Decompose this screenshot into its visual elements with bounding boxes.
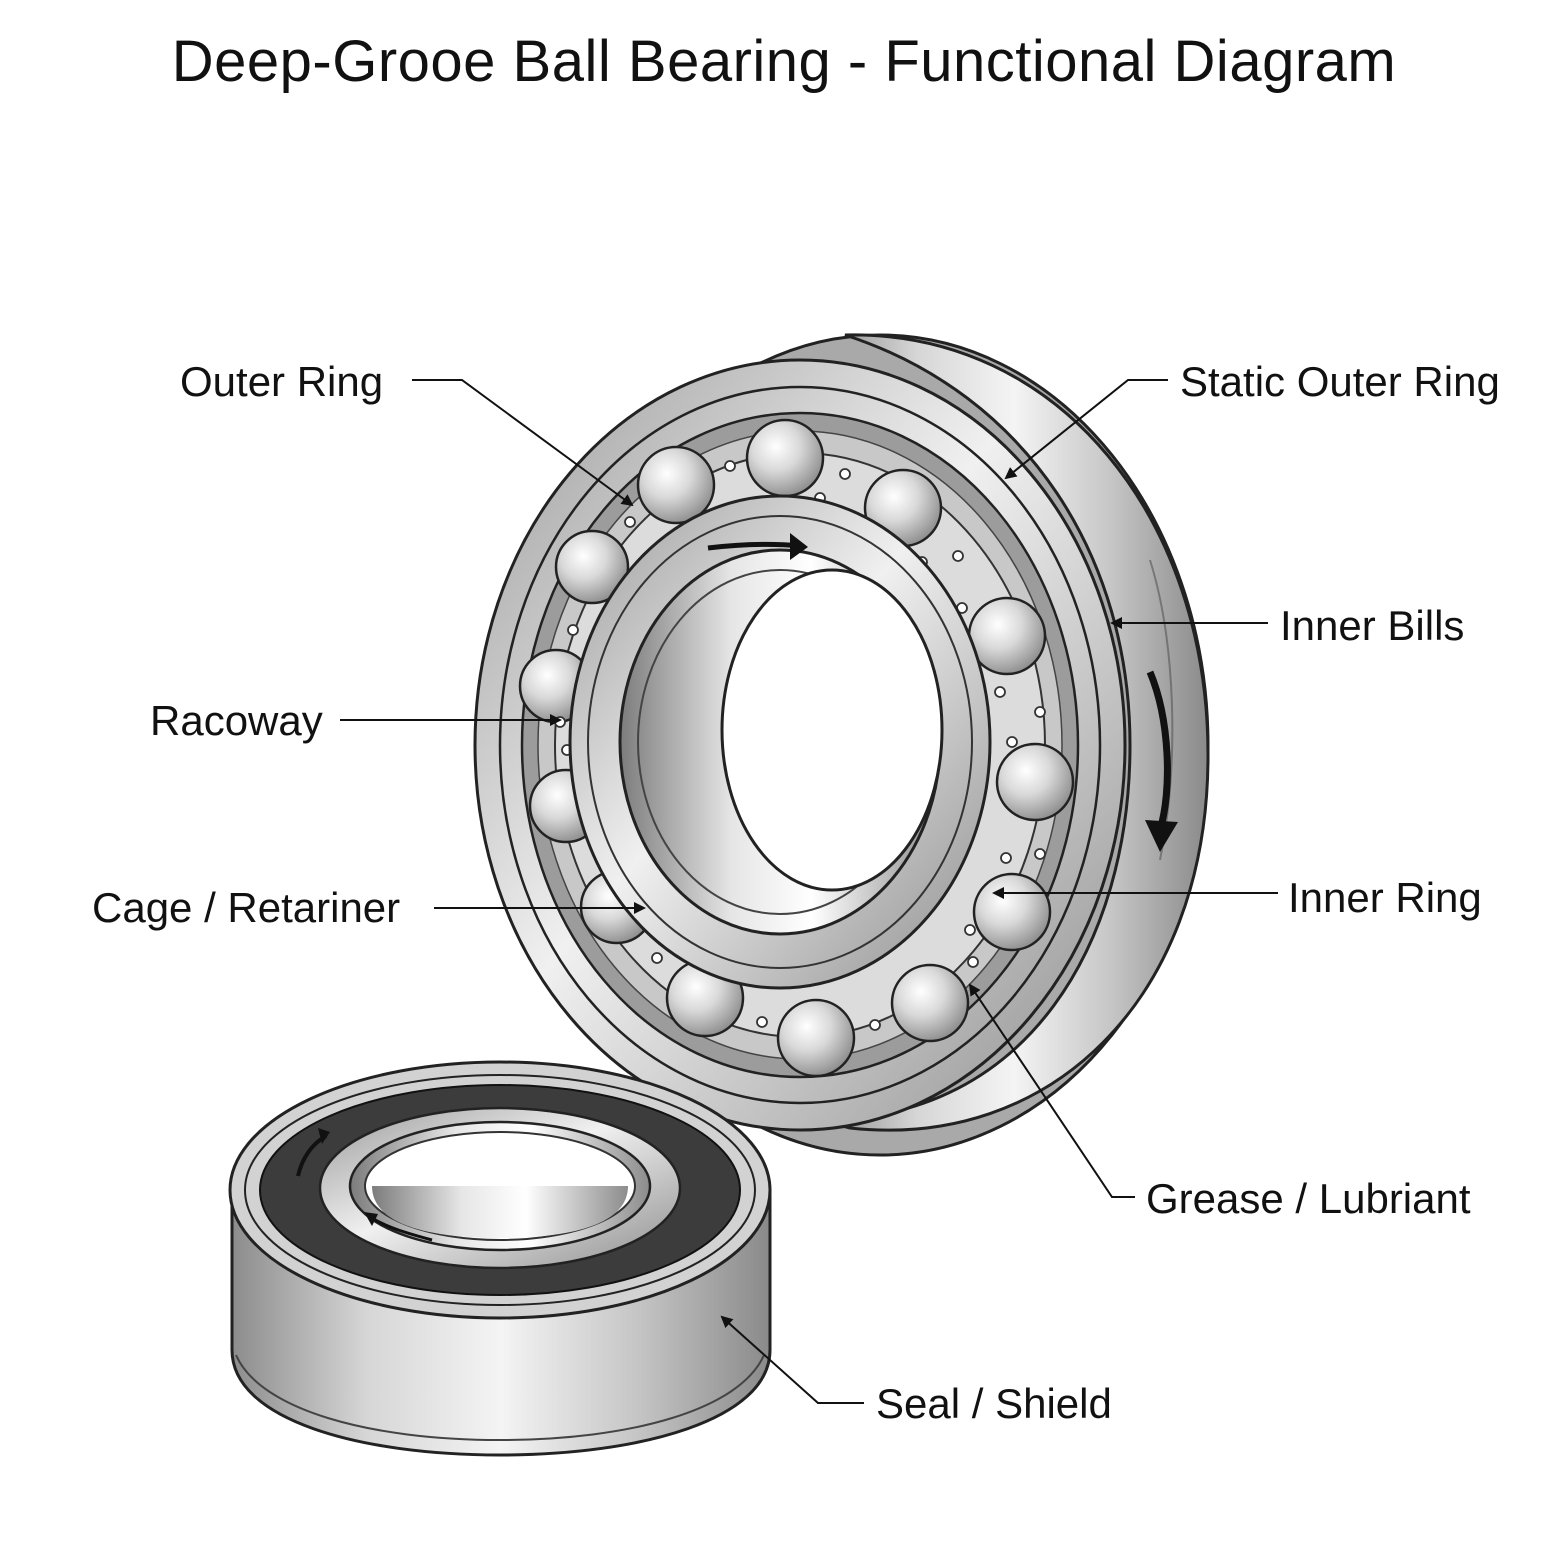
ball	[997, 744, 1073, 820]
inner-ring	[570, 496, 990, 988]
ball	[892, 965, 968, 1041]
open-bearing	[475, 335, 1208, 1155]
label-cage-retainer: Cage / Retariner	[92, 884, 400, 931]
label-racoway: Racoway	[150, 697, 323, 744]
label-inner-bills: Inner Bills	[1280, 602, 1464, 649]
ball	[747, 420, 823, 496]
label-static-outer-ring: Static Outer Ring	[1180, 358, 1500, 405]
label-grease-lubricant: Grease / Lubriant	[1146, 1175, 1471, 1222]
sealed-bearing	[230, 1062, 770, 1455]
ball	[638, 447, 714, 523]
bore	[722, 570, 942, 890]
ball	[969, 598, 1045, 674]
label-seal-shield: Seal / Shield	[876, 1380, 1112, 1427]
label-inner-ring: Inner Ring	[1288, 874, 1482, 921]
ball	[974, 874, 1050, 950]
label-outer-ring: Outer Ring	[180, 358, 383, 405]
ball	[778, 1000, 854, 1076]
